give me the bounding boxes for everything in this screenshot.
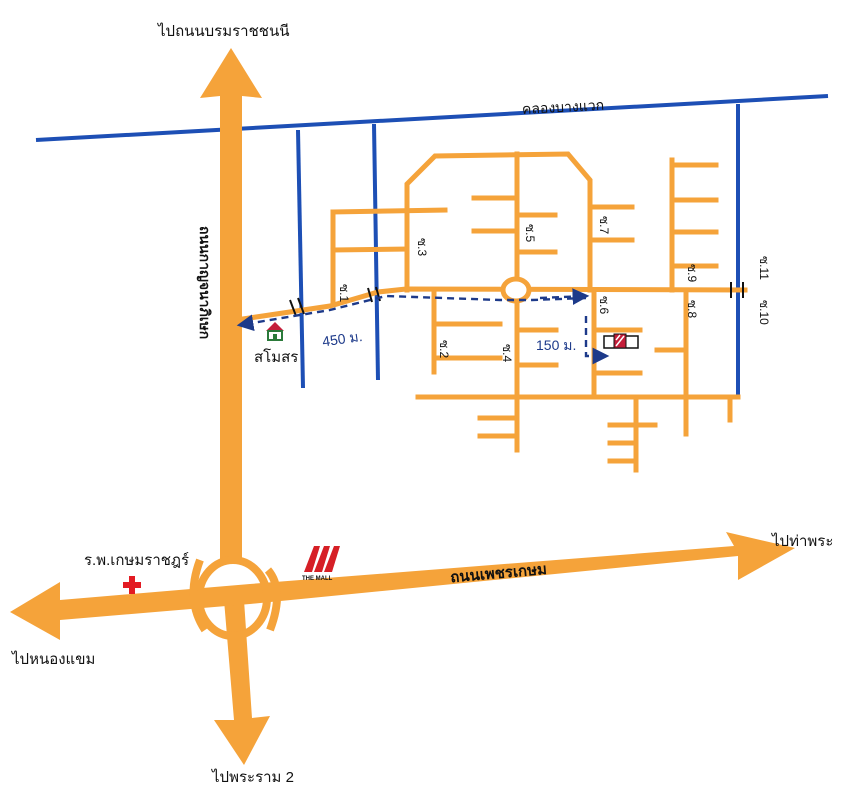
soi-label: ซ.10 [757, 300, 771, 325]
vertical-road-label: ถนนกาญจนาภิเษก [196, 226, 213, 339]
north-destination-label: ไปถนนบรมราชชนนี [157, 22, 289, 40]
soi-label: ซ.9 [685, 264, 699, 282]
route-distance-2: 150 ม. [536, 337, 576, 353]
mall-logo-text: THE MALL [302, 576, 333, 582]
the-mall-logo: THE MALL [302, 546, 340, 582]
club-label: สโมสร [254, 348, 298, 366]
soi-label: ซ.11 [757, 256, 771, 280]
canal-branch [372, 123, 380, 381]
highway-north [200, 48, 262, 560]
canal-main [35, 94, 829, 142]
house-icon [266, 322, 284, 341]
soi-label: ซ.7 [597, 216, 611, 234]
highway-east-west [10, 532, 795, 640]
east-destination-label: ไปท่าพระ [771, 532, 833, 550]
roundabout [500, 276, 532, 304]
highways [10, 48, 795, 765]
local-roads [233, 151, 748, 473]
canal-network [35, 94, 829, 396]
soi-label: ซ.3 [415, 238, 429, 256]
route-segment-3 [584, 316, 610, 365]
south-destination-label: ไปพระราม 2 [211, 768, 294, 786]
soi-label: ซ.2 [437, 340, 451, 358]
red-cross-icon [123, 576, 141, 594]
target-building-icon [603, 333, 639, 349]
highway-south [214, 600, 270, 765]
main-road-label: ถนนเพชรเกษม [450, 561, 548, 586]
route-segment-2 [539, 288, 590, 305]
soi-label: ซ.6 [597, 296, 611, 314]
hospital-label: ร.พ.เกษมราชฎร์ [84, 552, 189, 569]
soi-label: ซ.1 [337, 284, 351, 302]
soi-main-road [233, 286, 748, 323]
bridge-markers [289, 282, 744, 317]
soi-label: ซ.4 [500, 344, 514, 362]
block-loop [404, 151, 593, 293]
canal-branch [296, 129, 305, 389]
soi-label: ซ.8 [685, 300, 699, 318]
interchange [189, 556, 282, 640]
canal-name-label: คลองบางแวก [522, 97, 605, 117]
route [236, 288, 610, 365]
soi-road [330, 207, 448, 215]
route-distance-1: 450 ม. [321, 328, 363, 349]
west-destination-label: ไปหนองแขม [11, 650, 95, 668]
soi-label: ซ.5 [523, 224, 537, 242]
soi-road [330, 246, 410, 253]
